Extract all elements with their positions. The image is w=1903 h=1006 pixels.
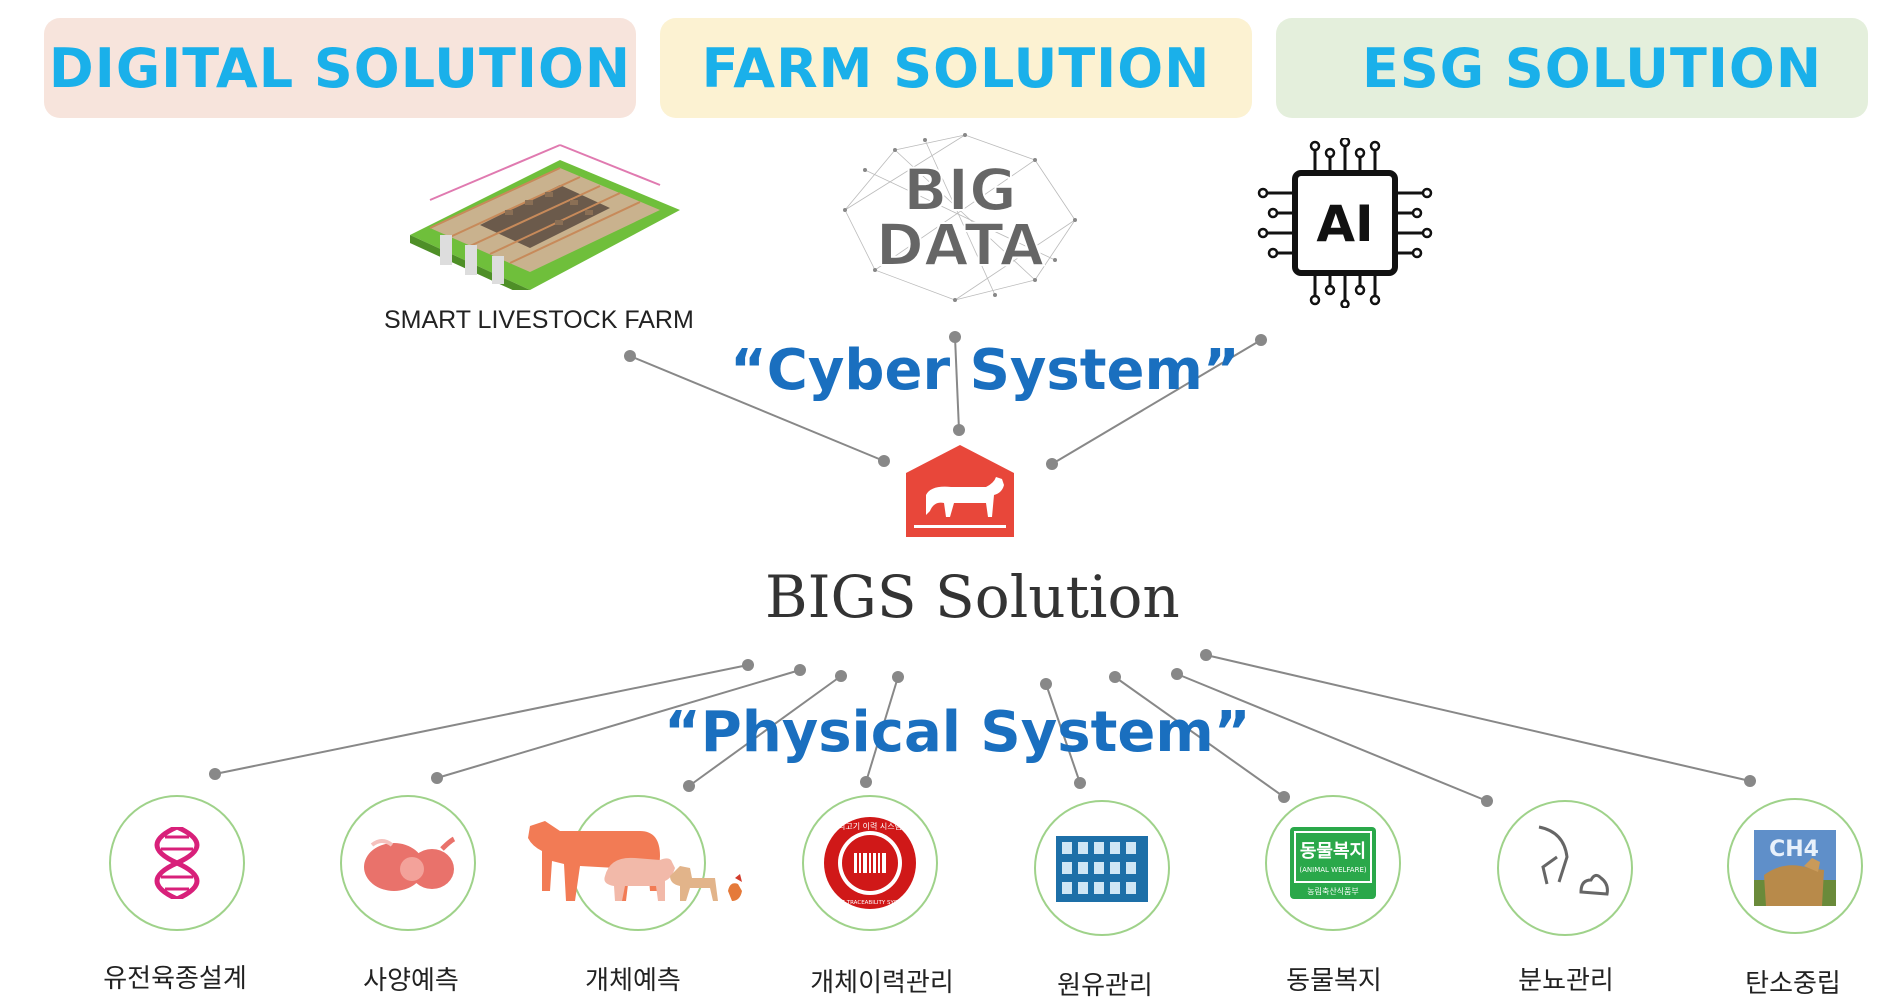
label-traceability: 개체이력관리 <box>810 967 954 997</box>
digital-solution-banner: DIGITAL SOLUTION <box>44 18 636 118</box>
smart-farm-icon <box>410 144 680 290</box>
label-genetic-breeding: 유전육종설계 <box>103 963 247 993</box>
big-data-line1: BIG <box>903 156 1016 224</box>
dna-icon <box>154 827 200 899</box>
farm-solution-label: FARM SOLUTION <box>701 36 1211 100</box>
label-animal-welfare: 동물복지 <box>1286 965 1382 995</box>
carbon-neutral-circle: CH4 <box>1727 798 1863 934</box>
bigs-solution-title: BIGS Solution <box>765 563 1180 631</box>
milk-products-icon <box>1056 836 1148 902</box>
cyber-system-title: “Cyber System” <box>730 338 1240 403</box>
big-data-icon: BIG DATA <box>843 133 1077 302</box>
manure-icon <box>1538 825 1609 896</box>
big-data-line2: DATA <box>876 211 1045 279</box>
esg-solution-banner: ESG SOLUTION <box>1276 18 1868 118</box>
farm-solution-banner: FARM SOLUTION <box>660 18 1252 118</box>
ai-chip-icon: AI <box>1257 138 1433 308</box>
feeding-prediction-circle <box>340 795 476 931</box>
genetic-breeding-circle <box>109 795 245 931</box>
smart-livestock-farm-label: SMART LIVESTOCK FARM <box>384 306 694 334</box>
milk-management-circle <box>1034 800 1170 936</box>
trace-seal-bottom: BEEF TRACEABILITY SYSTEM <box>831 900 909 906</box>
label-manure-management: 분뇨관리 <box>1518 965 1614 995</box>
animal-welfare-circle: 동물복지 (ANIMAL WELFARE) 농림축산식품부 <box>1265 795 1401 931</box>
digital-solution-label: DIGITAL SOLUTION <box>48 36 632 100</box>
livestock-animals-icon <box>528 821 742 901</box>
manure-management-circle <box>1497 800 1633 936</box>
stomach-icon <box>364 836 456 891</box>
esg-solution-label: ESG SOLUTION <box>1361 36 1823 100</box>
welfare-badge-subtitle: (ANIMAL WELFARE) <box>1299 866 1366 874</box>
beef-traceability-seal-icon: 쇠고기 이력 시스템 BEEF TRACEABILITY SYSTEM <box>824 817 916 909</box>
label-feeding-prediction: 사양예측 <box>363 965 459 995</box>
label-milk-management: 원유관리 <box>1057 970 1153 1000</box>
methane-label: CH4 <box>1769 837 1819 862</box>
label-carbon-neutral: 탄소중립 <box>1745 968 1841 998</box>
traceability-circle: 쇠고기 이력 시스템 BEEF TRACEABILITY SYSTEM <box>802 795 938 931</box>
label-individual-prediction: 개체예측 <box>585 965 681 995</box>
animal-welfare-badge-icon: 동물복지 (ANIMAL WELFARE) 농림축산식품부 <box>1290 827 1376 899</box>
ai-chip-label: AI <box>1316 195 1373 253</box>
methane-cow-icon: CH4 <box>1754 830 1836 906</box>
trace-seal-top: 쇠고기 이력 시스템 <box>838 821 902 831</box>
physical-system-title: “Physical System” <box>664 700 1251 765</box>
welfare-badge-title: 동물복지 <box>1300 841 1366 862</box>
welfare-badge-footer: 농림축산식품부 <box>1307 886 1359 896</box>
bigs-cow-logo-icon <box>906 445 1014 537</box>
